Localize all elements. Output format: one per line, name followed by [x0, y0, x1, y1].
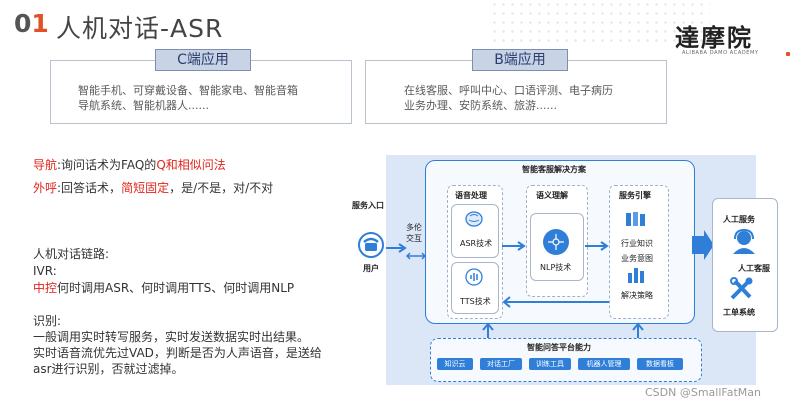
human-service-label: 人工服务: [723, 215, 755, 224]
control-label: 中控: [33, 281, 58, 295]
outbound-note: 外呼:回答话术，简短固定，是/不是，对/不对: [33, 180, 273, 197]
call-tail: ，是/不是，对/不对: [169, 181, 274, 195]
phone-icon: [357, 232, 385, 258]
platform-chip-knowledge-cloud: 知识云: [437, 358, 473, 370]
logo-subtext: ALIBABA DAMO ACADEMY: [682, 50, 759, 56]
human-service-panel: [712, 198, 778, 332]
arrow-to-human-service: [690, 230, 716, 264]
nav-label: 导航: [33, 158, 58, 172]
chain-title: 人机对话链路:: [33, 247, 110, 261]
recognition-line-1: 一般调用实时转写服务，实时发送数据实时出结果。: [33, 330, 310, 344]
c-end-line-2: 导航系统、智能机器人......: [78, 99, 209, 112]
nav-highlight: Q和相似问法: [156, 158, 226, 172]
call-highlight: 简短固定: [121, 181, 170, 195]
b-end-line-1: 在线客服、呼叫中心、口语评测、电子病历: [404, 84, 613, 97]
arrow-nlp-to-engine: [585, 236, 609, 255]
platform-title: 智能问答平台能力: [527, 343, 591, 352]
semantic-label: 语义理解: [536, 191, 568, 200]
nav-text: :询问话术为FAQ的: [57, 158, 157, 172]
sound-wave-icon: [464, 268, 484, 290]
decision-strategy-label: 解决策略: [621, 291, 653, 300]
nav-note: 导航:询问话术为FAQ的Q和相似问法: [33, 157, 226, 174]
damo-academy-logo: 達摩院: [675, 23, 753, 52]
call-label: 外呼: [33, 181, 58, 195]
network-icon: [542, 228, 570, 260]
recognition-line-3: asr进行识别，否就过滤掉。: [33, 362, 184, 376]
solution-title: 智能客服解决方案: [522, 165, 586, 174]
ivr-label: IVR:: [33, 264, 57, 278]
arrow-platform-to-voice: [481, 322, 495, 342]
tts-box: [451, 262, 499, 314]
section-number: 01: [14, 9, 49, 38]
b-end-tag: B端应用: [472, 49, 568, 71]
asr-box: [451, 204, 499, 258]
user-arrow: [386, 239, 410, 253]
tools-icon: [729, 277, 755, 305]
recognition-title: 识别:: [33, 314, 62, 328]
page-title: 人机对话-ASR: [56, 14, 224, 43]
decorative-dot-pattern: [490, 0, 710, 48]
asr-tech-label: ASR技术: [460, 239, 493, 248]
arrow-engine-to-tts: [501, 293, 611, 312]
recognition-line-2: 实时语音流优先过VAD，判断是否为人声语音，是送给: [33, 346, 322, 360]
tts-tech-label: TTS技术: [460, 297, 491, 306]
arrow-platform-to-engine: [631, 322, 645, 342]
business-intent-label: 业务意图: [621, 254, 653, 263]
call-text: :回答话术，: [57, 181, 122, 195]
control-note: 中控何时调用ASR、何时调用TTS、何时调用NLP: [33, 280, 294, 297]
platform-chip-robot-management: 机器人管理: [578, 358, 630, 370]
b-end-line-2: 业务办理、安防系统、旅游......: [404, 99, 557, 112]
platform-chip-data-dashboard: 数据看板: [637, 358, 683, 370]
c-end-tag: C端应用: [155, 49, 251, 71]
c-end-line-1: 智能手机、可穿戴设备、智能家电、智能音箱: [78, 84, 298, 97]
arrow-asr-to-nlp: [502, 236, 526, 255]
double-arrow-icon: [405, 246, 427, 260]
csdn-watermark: CSDN @SmallFatMan: [645, 386, 761, 399]
platform-chip-dialog-factory: 对话工厂: [480, 358, 522, 370]
books-icon: [625, 211, 649, 231]
service-entry-label: 服务入口: [352, 201, 384, 210]
industry-knowledge-label: 行业知识: [621, 239, 653, 248]
headset-agent-icon: [729, 228, 759, 258]
voice-processing-label: 语音处理: [455, 191, 487, 200]
multi-round-label-1: 多伦: [406, 223, 422, 232]
bar-graph-icon: [627, 265, 649, 287]
platform-chip-training-tools: 训练工具: [529, 358, 571, 370]
ticket-system-label: 工单系统: [723, 308, 755, 317]
logo-accent-mark: [786, 52, 790, 56]
user-label: 用户: [363, 264, 379, 273]
multi-round-label-2: 交互: [406, 234, 422, 243]
nlp-tech-label: NLP技术: [540, 263, 572, 272]
control-text: 何时调用ASR、何时调用TTS、何时调用NLP: [57, 281, 295, 295]
human-agent-label: 人工客服: [738, 264, 770, 273]
service-engine-group: [609, 185, 669, 319]
brain-icon: [464, 210, 484, 232]
service-engine-label: 服务引擎: [619, 191, 651, 200]
